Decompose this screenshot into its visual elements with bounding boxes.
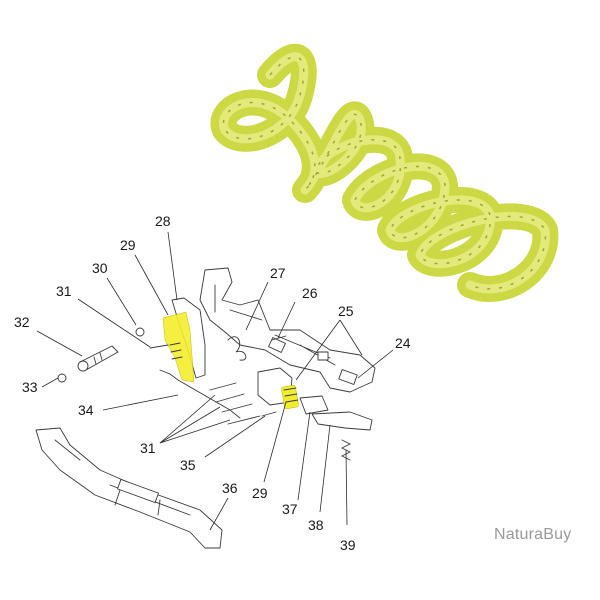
- callout-35: 35: [180, 457, 196, 473]
- callout-29-lower: 29: [252, 485, 268, 501]
- callout-26: 26: [302, 285, 318, 301]
- callout-25: 25: [338, 303, 354, 319]
- washer-33: [57, 373, 67, 383]
- callout-36: 36: [222, 480, 238, 496]
- washer-30: [135, 327, 145, 337]
- rod-34: [159, 369, 241, 419]
- pins-31-group: [209, 382, 261, 425]
- lower-frame-36: [35, 427, 223, 549]
- leader-lines: [36, 231, 394, 531]
- callout-39: 39: [340, 537, 356, 553]
- callout-27: 27: [270, 265, 286, 281]
- callout-33: 33: [22, 379, 38, 395]
- spring-29-highlight: [281, 385, 299, 409]
- callout-labels: 28 29 30 31 32 33 34 31 27 26 25 24 35 3…: [14, 213, 411, 553]
- trigger-28: [162, 297, 206, 383]
- callout-32: 32: [14, 314, 30, 330]
- spring-image: [210, 44, 559, 302]
- callout-24: 24: [395, 335, 411, 351]
- hammer-axle-32: [77, 345, 119, 372]
- callout-37: 37: [282, 501, 298, 517]
- trigger-housing-parts: [199, 267, 376, 461]
- callout-34: 34: [78, 402, 94, 418]
- watermark: NaturaBuy: [494, 526, 572, 543]
- callout-31-group: 31: [140, 440, 156, 456]
- pin-35: [261, 411, 277, 417]
- callout-30: 30: [92, 260, 108, 276]
- pin-31-top: [149, 344, 169, 349]
- callout-28: 28: [155, 213, 171, 229]
- callout-29: 29: [120, 237, 136, 253]
- callout-31: 31: [56, 283, 72, 299]
- callout-38: 38: [308, 517, 324, 533]
